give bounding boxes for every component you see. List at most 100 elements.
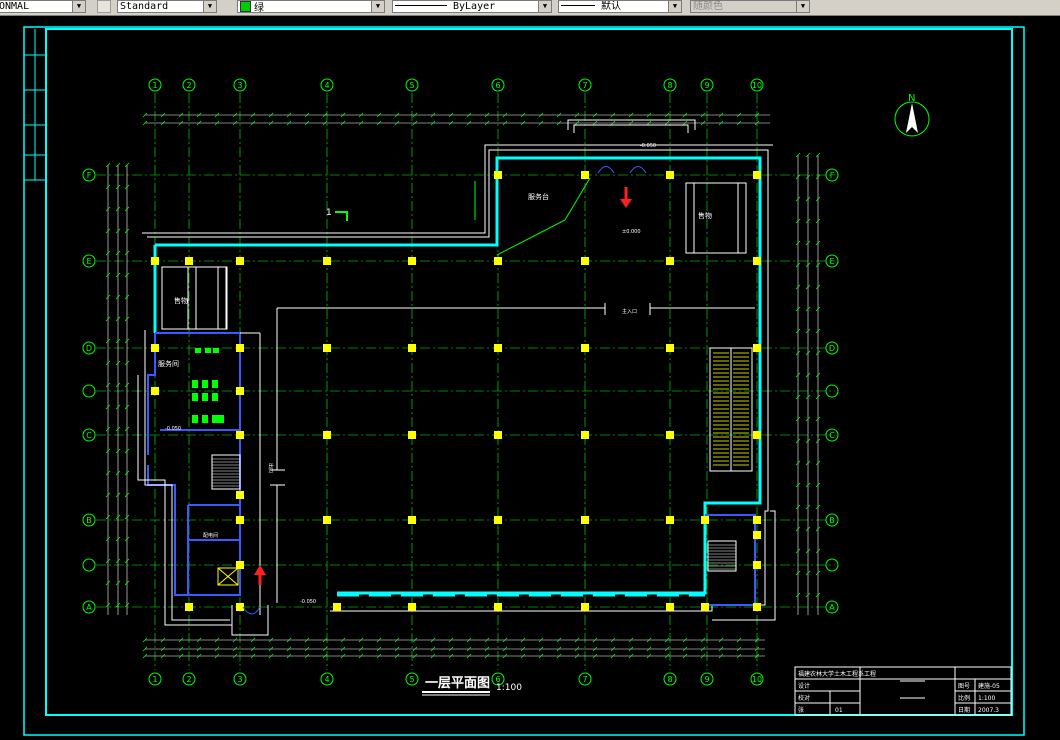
dim-tick: [795, 504, 801, 510]
dim-tick: [394, 120, 400, 126]
exterior-wall: [155, 156, 762, 595]
dim-tick: [286, 646, 292, 652]
chevron-down-icon: ▼: [538, 1, 551, 12]
dim-tick: [115, 470, 121, 476]
dim-tick: [795, 394, 801, 400]
dim-tick: [805, 284, 811, 290]
dim-tick: [754, 120, 760, 126]
dim-tick: [160, 120, 166, 126]
dim-tick: [805, 526, 811, 532]
column: [581, 603, 589, 611]
dim-tick: [124, 206, 130, 212]
plan-title: 一层平面图: [425, 676, 490, 691]
dim-tick: [664, 653, 670, 659]
grid-bubble: [700, 672, 714, 686]
column: [494, 431, 502, 439]
plotstyle-dropdown[interactable]: 随颜色 ▼: [690, 0, 810, 13]
dim-tick: [376, 646, 382, 652]
dim-tick: [718, 637, 724, 643]
grid-bubble: [82, 384, 96, 398]
column: [151, 257, 159, 265]
grid-bubble: [578, 78, 592, 92]
dimension-layer: [105, 112, 821, 659]
structural-columns: [151, 171, 761, 611]
column: [236, 603, 244, 611]
grid-bubble: [233, 78, 247, 92]
east-stair-white: [712, 510, 776, 621]
grid-bubble-label: 2: [186, 81, 191, 90]
grid-bubble-label: A: [86, 603, 92, 612]
dim-tick: [430, 653, 436, 659]
dim-tick: [754, 112, 760, 118]
dim-tick: [322, 653, 328, 659]
dim-tick: [250, 646, 256, 652]
toilet-fixture: [202, 393, 208, 401]
grid-bubble: [825, 428, 839, 442]
grid-bubble-label: 7: [582, 675, 587, 684]
chevron-down-icon: ▼: [796, 1, 809, 12]
grid-bubble-label: B: [829, 516, 835, 525]
grid-bubble: [82, 558, 96, 572]
dim-tick: [412, 653, 418, 659]
dim-tick: [376, 120, 382, 126]
dim-tick: [232, 637, 238, 643]
dim-tick: [502, 112, 508, 118]
dim-tick: [574, 120, 580, 126]
chevron-down-icon: ▼: [668, 1, 681, 12]
dim-tick: [805, 482, 811, 488]
dim-tick: [805, 504, 811, 510]
plan-scale: 1:100: [496, 683, 522, 693]
dim-tick: [574, 112, 580, 118]
dim-tick: [160, 653, 166, 659]
grid-bubble: [750, 78, 764, 92]
dim-tick: [805, 592, 811, 598]
linetype-dropdown[interactable]: ByLayer ▼: [392, 0, 552, 13]
dim-tick: [115, 316, 121, 322]
dim-tick: [196, 112, 202, 118]
toilet-fixture: [202, 380, 208, 388]
dim-tick: [592, 120, 598, 126]
column: [753, 171, 761, 179]
dim-tick: [268, 120, 274, 126]
toilet-fixture: [212, 380, 218, 388]
dim-tick: [628, 112, 634, 118]
dim-tick: [115, 294, 121, 300]
dim-tick: [178, 637, 184, 643]
text-style-dropdown[interactable]: ONMAL ▼: [0, 0, 86, 13]
dim-tick: [232, 120, 238, 126]
dim-tick: [105, 558, 111, 564]
dimension-style-icon[interactable]: [97, 0, 111, 13]
dim-tick: [268, 646, 274, 652]
lineweight-dropdown[interactable]: 默认 ▼: [558, 0, 682, 13]
dim-tick: [115, 162, 121, 168]
dim-tick: [115, 404, 121, 410]
dim-tick: [795, 438, 801, 444]
dim-tick: [105, 602, 111, 608]
dim-tick: [412, 120, 418, 126]
dim-tick: [124, 272, 130, 278]
dim-tick: [105, 492, 111, 498]
dim-style-dropdown[interactable]: Standard ▼: [117, 0, 217, 13]
dim-tick: [124, 492, 130, 498]
color-dropdown[interactable]: 绿 ▼: [237, 0, 385, 13]
west-rooms-wall: [147, 332, 241, 596]
dim-tick: [610, 653, 616, 659]
column: [494, 257, 502, 265]
tb-date: 2007.3: [978, 707, 999, 714]
dim-tick: [105, 426, 111, 432]
dim-tick: [115, 602, 121, 608]
dim-tick: [448, 653, 454, 659]
tb-sheet-label: 张: [798, 706, 804, 714]
inner-frame: [45, 28, 1013, 716]
dim-tick: [574, 637, 580, 643]
dim-tick: [815, 306, 821, 312]
dim-tick: [358, 646, 364, 652]
column: [236, 561, 244, 569]
storage-shelves-left: [161, 266, 228, 330]
dim-tick: [115, 338, 121, 344]
north-arrow-icon: N: [894, 93, 930, 137]
dim-tick: [628, 646, 634, 652]
dim-tick: [556, 637, 562, 643]
dim-tick: [466, 637, 472, 643]
